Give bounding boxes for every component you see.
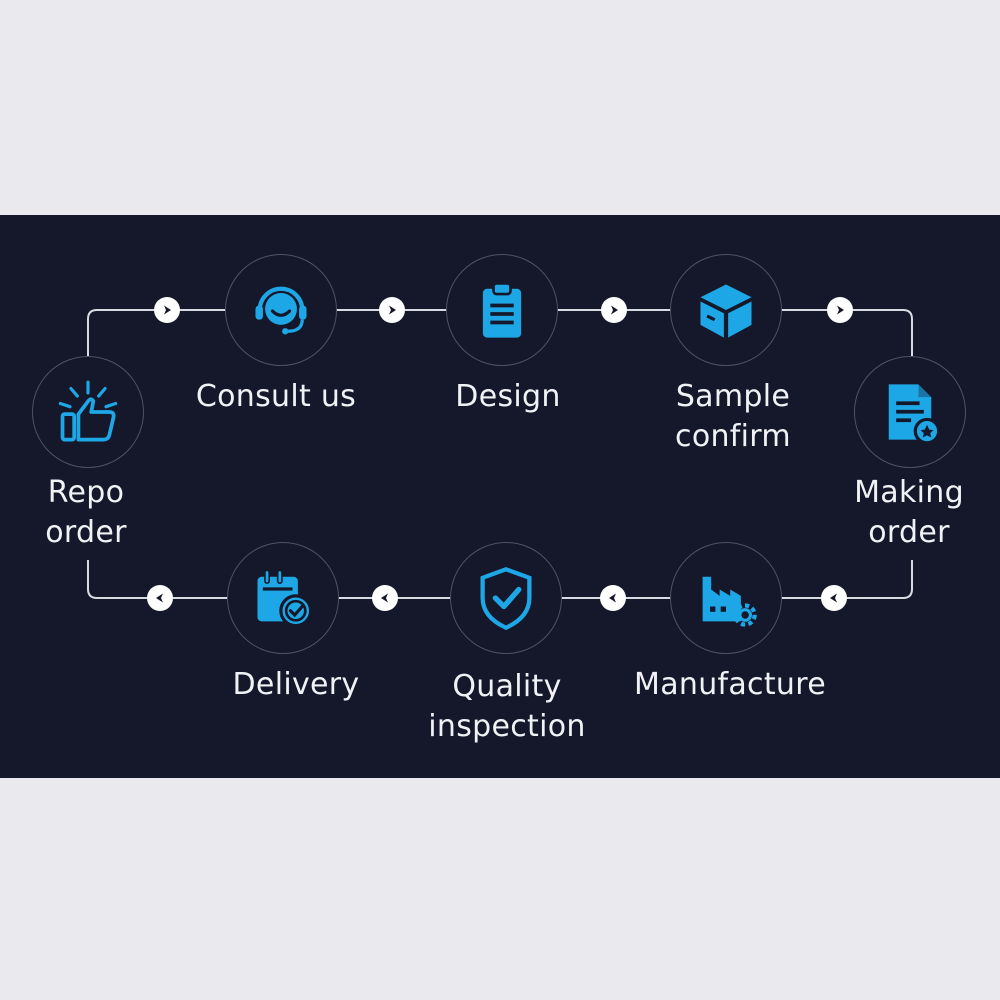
- arrow-left-icon: [147, 585, 173, 611]
- calendar-check-icon: [257, 569, 313, 628]
- step-sample-confirm: [670, 254, 782, 366]
- step-label-consult-us: Consult us: [195, 379, 357, 414]
- arrow-right-icon: [827, 297, 853, 323]
- arrow-right-icon: [379, 297, 405, 323]
- arrow-left-icon: [821, 585, 847, 611]
- arrow-right-icon: [154, 297, 180, 323]
- document-badge-icon: [888, 384, 941, 445]
- step-manufacture: [670, 542, 782, 654]
- step-label-delivery: Delivery: [232, 667, 360, 702]
- headset-icon: [255, 286, 307, 335]
- arrow-right-icon: [601, 297, 627, 323]
- step-design: [446, 254, 558, 366]
- step-quality-inspection: [450, 542, 562, 654]
- step-label-manufacture: Manufacture: [634, 667, 826, 702]
- step-delivery: [227, 542, 339, 654]
- shield-check-icon: [480, 567, 532, 631]
- arrow-left-icon: [600, 585, 626, 611]
- thumbs-up-icon: [58, 380, 118, 442]
- clipboard-icon: [482, 282, 522, 338]
- step-consult-us: [225, 254, 337, 366]
- step-repo-order: [32, 356, 144, 468]
- factory-gear-icon: [702, 576, 757, 627]
- box-icon: [700, 284, 752, 338]
- step-making-order: [854, 356, 966, 468]
- step-label-design: Design: [455, 379, 561, 414]
- arrow-left-icon: [372, 585, 398, 611]
